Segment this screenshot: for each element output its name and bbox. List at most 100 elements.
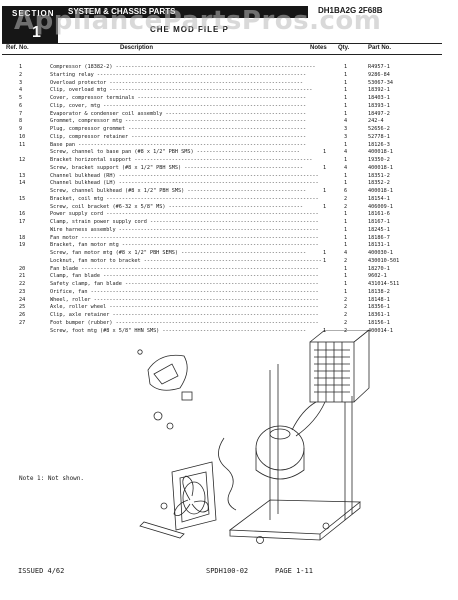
- part-ref: 20: [19, 265, 26, 272]
- part-ref: 19: [19, 242, 26, 249]
- part-number: 18148-1: [368, 296, 390, 303]
- section-label: SECTION: [12, 9, 55, 18]
- issued-date: ISSUED 4/62: [18, 567, 65, 575]
- part-ref: 7: [19, 110, 23, 117]
- part-qty: 4: [344, 164, 348, 171]
- part-description: Fan motor ------------------------------…: [50, 234, 319, 241]
- part-ref: 22: [19, 281, 26, 287]
- part-number: 18138-2: [368, 288, 390, 295]
- part-notes: 1: [323, 203, 327, 210]
- part-row: 18 Fan motor ----------------------------…: [0, 235, 458, 242]
- part-ref: 3: [19, 79, 23, 86]
- part-row: Locknut, fan motor to bracket ----------…: [0, 258, 458, 265]
- part-number: 9286-84: [368, 71, 390, 78]
- exploded-parts-diagram: [137, 330, 370, 544]
- part-row: Screw, channel bulkhead (#8 x 1/2" PBH S…: [0, 188, 458, 195]
- part-qty: 1: [344, 226, 348, 233]
- part-description: Safety clamp, fan blade ----------------…: [50, 281, 319, 287]
- part-description: Channel bulkhead (RH) ------------------…: [50, 172, 319, 179]
- part-number: 18131-1: [368, 242, 390, 249]
- part-description: Bracket, coil mtg ----------------------…: [50, 195, 319, 202]
- part-qty: 2: [344, 296, 348, 303]
- part-qty: 1: [344, 172, 348, 179]
- part-number: 18497-2: [368, 110, 390, 117]
- table-note: Note 1: Not shown.: [19, 475, 85, 482]
- part-qty: 1: [344, 180, 348, 187]
- part-number: 18245-1: [368, 226, 390, 233]
- part-ref: 18: [19, 234, 26, 241]
- part-number: 18403-1: [368, 95, 390, 101]
- part-description: Bracket, fan motor mtg -----------------…: [50, 242, 319, 249]
- power-cord-drawing: [218, 437, 237, 511]
- part-qty: 1: [344, 273, 348, 280]
- part-description: Base pan -------------------------------…: [50, 141, 307, 148]
- part-number: 18186-7: [368, 234, 390, 241]
- part-notes: 1: [323, 257, 327, 264]
- part-qty: 2: [344, 312, 348, 318]
- col-part-header: Part No.: [368, 45, 392, 51]
- part-number: 400030-1: [368, 250, 393, 256]
- part-description: Channel bulkhead (LH) ------------------…: [50, 180, 319, 187]
- part-number: 400018-1: [368, 188, 393, 194]
- page-title: SYSTEM & CHASSIS PARTS: [68, 7, 176, 16]
- part-description: Cover, compressor terminals ------------…: [50, 95, 307, 101]
- part-row: 2 Starting relay ------------------------…: [0, 72, 458, 79]
- part-number: 9602-1: [368, 273, 387, 280]
- part-row: Screw, coil bracket (#6-32 x 5/8" MS) --…: [0, 204, 458, 211]
- part-number: 18167-1: [368, 219, 390, 225]
- part-number: 18126-3: [368, 141, 390, 148]
- part-qty: 1: [344, 79, 348, 86]
- part-row: 14 Channel bulkhead (LH) ----------------…: [0, 180, 458, 187]
- roller-wheel-drawing: [256, 536, 264, 544]
- part-description: Locknut, fan motor to bracket ----------…: [50, 257, 322, 264]
- fan-orifice-drawing: [171, 461, 217, 531]
- part-ref: 16: [19, 211, 26, 218]
- part-qty: 3: [344, 133, 348, 140]
- part-description: Wheel, roller --------------------------…: [50, 296, 319, 303]
- clamp-drawing: [160, 502, 168, 510]
- part-description: Screw, channel bulkhead (#8 x 1/2" PBH S…: [50, 188, 307, 194]
- part-number: R4957-1: [368, 64, 390, 70]
- foot-bumper-drawing: [322, 522, 330, 530]
- part-number: 18156-1: [368, 319, 390, 326]
- part-number: 18161-6: [368, 211, 390, 218]
- part-description: Screw, coil bracket (#6-32 x 5/8" MS) --…: [50, 203, 303, 210]
- part-qty: 1: [344, 265, 348, 272]
- part-row: Screw, fan motor mtg (#8 x 1/2" PBH SEMS…: [0, 250, 458, 257]
- part-ref: 2: [19, 71, 23, 78]
- page-number: PAGE 1-11: [275, 567, 313, 575]
- part-description: Fan blade ------------------------------…: [50, 265, 319, 272]
- part-ref: 14: [19, 180, 26, 187]
- part-number: 430010-501: [368, 257, 400, 264]
- part-number: 400018-1: [368, 164, 393, 171]
- part-number: 431014-511: [368, 281, 400, 287]
- part-ref: 27: [19, 319, 26, 326]
- col-description-header: Description: [120, 45, 154, 51]
- part-ref: 4: [19, 87, 23, 94]
- part-number: 400014-1: [368, 327, 393, 334]
- part-number: 53067-34: [368, 79, 393, 86]
- part-number: 406009-1: [368, 203, 393, 210]
- part-number: 18270-1: [368, 265, 390, 272]
- part-number: 18351-2: [368, 172, 390, 179]
- part-number: 18352-2: [368, 180, 390, 187]
- base-pan-drawing: [228, 499, 362, 535]
- part-description: Starting relay -------------------------…: [50, 71, 307, 78]
- part-notes: 1: [323, 149, 327, 156]
- part-number: 18393-1: [368, 102, 390, 109]
- part-qty: 1: [344, 219, 348, 225]
- part-ref: 26: [19, 312, 26, 318]
- header-rule-bottom: [2, 54, 442, 55]
- part-qty: 2: [344, 319, 348, 326]
